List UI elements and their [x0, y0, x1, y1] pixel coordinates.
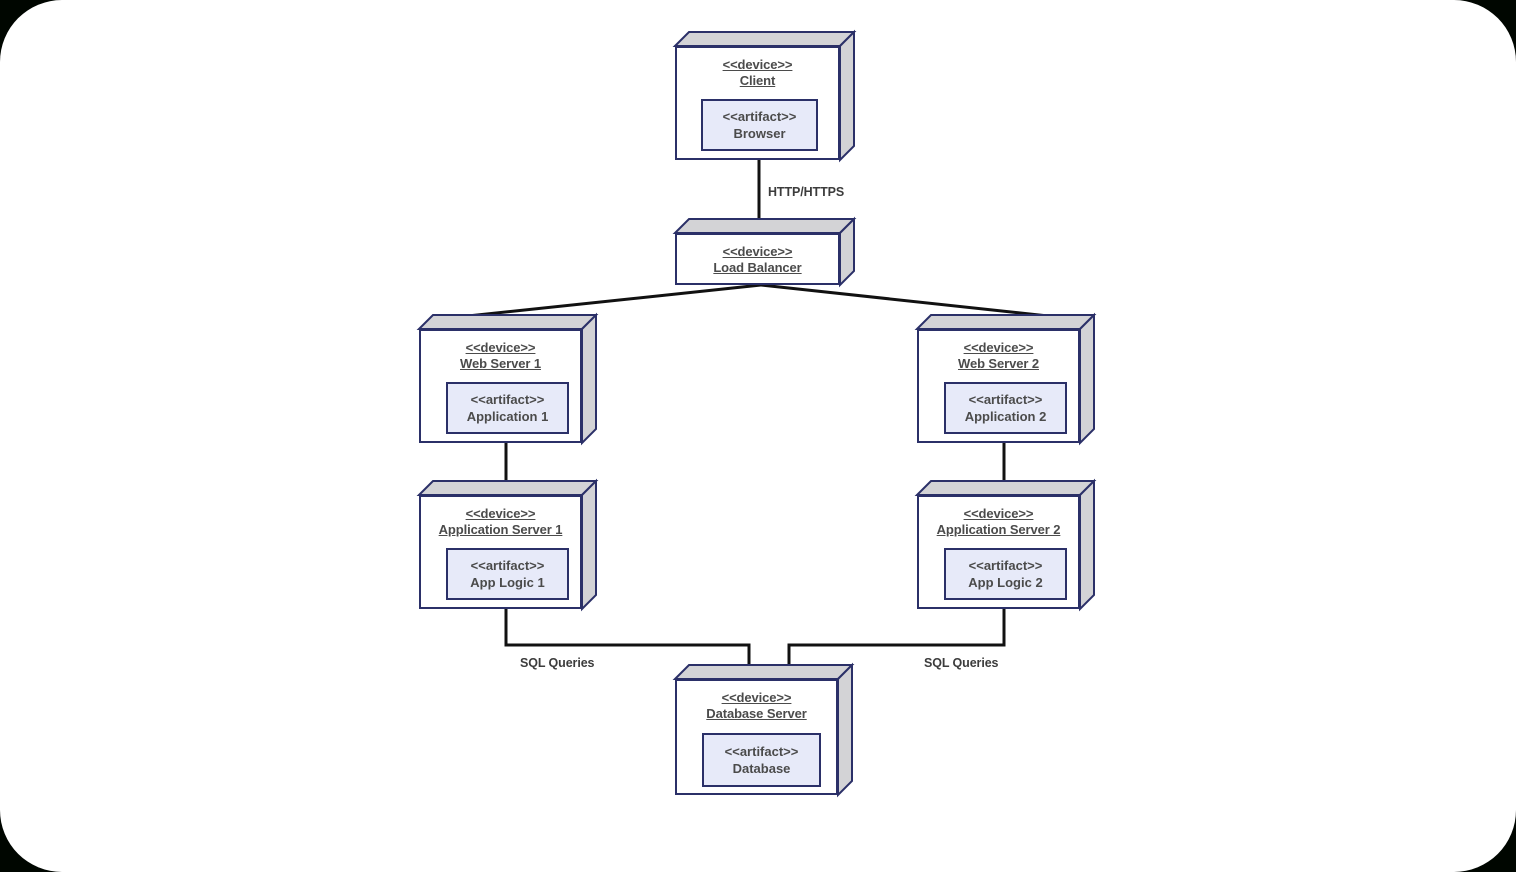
database-server-3d-shading	[672, 662, 855, 798]
node-load-balancer[interactable]: <<device>> Load Balancer	[672, 216, 857, 288]
web-server-2-3d-shading	[914, 312, 1097, 446]
client-name: Client	[739, 73, 776, 88]
application-server-1-front-face: <<device>> Application Server 1 <<artifa…	[419, 495, 582, 609]
client-3d-shading	[672, 29, 857, 163]
artifact-application-2-name: Application 2	[964, 409, 1047, 424]
application-server-2-3d-shading	[914, 478, 1097, 612]
node-application-server-1[interactable]: <<device>> Application Server 1 <<artifa…	[416, 478, 599, 612]
web-server-2-title: <<device>> Web Server 2	[919, 331, 1078, 372]
web-server-1-title: <<device>> Web Server 1	[421, 331, 580, 372]
artifact-application-1-stereotype: <<artifact>>	[470, 392, 545, 407]
web-server-2-name: Web Server 2	[958, 356, 1039, 371]
artifact-application-1[interactable]: <<artifact>> Application 1	[446, 382, 569, 434]
web-server-1-stereotype: <<device>>	[465, 340, 536, 355]
client-front-face: <<device>> Client <<artifact>> Browser	[675, 46, 840, 160]
edge-label-sql-left: SQL Queries	[520, 656, 595, 670]
artifact-app-logic-2-name: App Logic 2	[968, 575, 1043, 590]
load-balancer-front-face: <<device>> Load Balancer	[675, 233, 840, 285]
load-balancer-title: <<device>> Load Balancer	[677, 235, 838, 276]
web-server-1-front-face: <<device>> Web Server 1 <<artifact>> App…	[419, 329, 582, 443]
edge-label-http: HTTP/HTTPS	[768, 185, 845, 199]
web-server-2-stereotype: <<device>>	[963, 340, 1034, 355]
client-stereotype: <<device>>	[722, 57, 793, 72]
application-server-2-title: <<device>> Application Server 2	[919, 497, 1078, 538]
database-server-stereotype: <<device>>	[721, 690, 792, 705]
application-server-2-name: Application Server 2	[936, 522, 1061, 537]
application-server-2-stereotype: <<device>>	[963, 506, 1034, 521]
web-server-1-name: Web Server 1	[460, 356, 541, 371]
artifact-database-stereotype: <<artifact>>	[724, 744, 799, 759]
artifact-database[interactable]: <<artifact>> Database	[702, 733, 821, 787]
load-balancer-name: Load Balancer	[713, 260, 802, 275]
node-web-server-1[interactable]: <<device>> Web Server 1 <<artifact>> App…	[416, 312, 599, 446]
artifact-app-logic-1[interactable]: <<artifact>> App Logic 1	[446, 548, 569, 600]
application-server-1-title: <<device>> Application Server 1	[421, 497, 580, 538]
web-server-2-front-face: <<device>> Web Server 2 <<artifact>> App…	[917, 329, 1080, 443]
artifact-application-1-name: Application 1	[466, 409, 549, 424]
database-server-title: <<device>> Database Server	[677, 681, 836, 722]
node-client[interactable]: <<device>> Client <<artifact>> Browser	[672, 29, 857, 163]
client-title: <<device>> Client	[677, 48, 838, 89]
artifact-browser-name: Browser	[733, 126, 786, 141]
database-server-name: Database Server	[706, 706, 807, 721]
node-application-server-2[interactable]: <<device>> Application Server 2 <<artifa…	[914, 478, 1097, 612]
artifact-app-logic-2-stereotype: <<artifact>>	[968, 558, 1043, 573]
application-server-2-front-face: <<device>> Application Server 2 <<artifa…	[917, 495, 1080, 609]
application-server-1-name: Application Server 1	[438, 522, 563, 537]
artifact-application-2[interactable]: <<artifact>> Application 2	[944, 382, 1067, 434]
artifact-app-logic-1-stereotype: <<artifact>>	[470, 558, 545, 573]
artifact-database-name: Database	[732, 761, 791, 776]
database-server-front-face: <<device>> Database Server <<artifact>> …	[675, 679, 838, 795]
artifact-app-logic-1-name: App Logic 1	[470, 575, 545, 590]
node-web-server-2[interactable]: <<device>> Web Server 2 <<artifact>> App…	[914, 312, 1097, 446]
artifact-app-logic-2[interactable]: <<artifact>> App Logic 2	[944, 548, 1067, 600]
edge-label-sql-right: SQL Queries	[924, 656, 999, 670]
artifact-browser-stereotype: <<artifact>>	[722, 109, 797, 124]
load-balancer-stereotype: <<device>>	[722, 244, 793, 259]
artifact-browser[interactable]: <<artifact>> Browser	[701, 99, 818, 151]
application-server-1-stereotype: <<device>>	[465, 506, 536, 521]
application-server-1-3d-shading	[416, 478, 599, 612]
node-database-server[interactable]: <<device>> Database Server <<artifact>> …	[672, 662, 855, 798]
artifact-application-2-stereotype: <<artifact>>	[968, 392, 1043, 407]
